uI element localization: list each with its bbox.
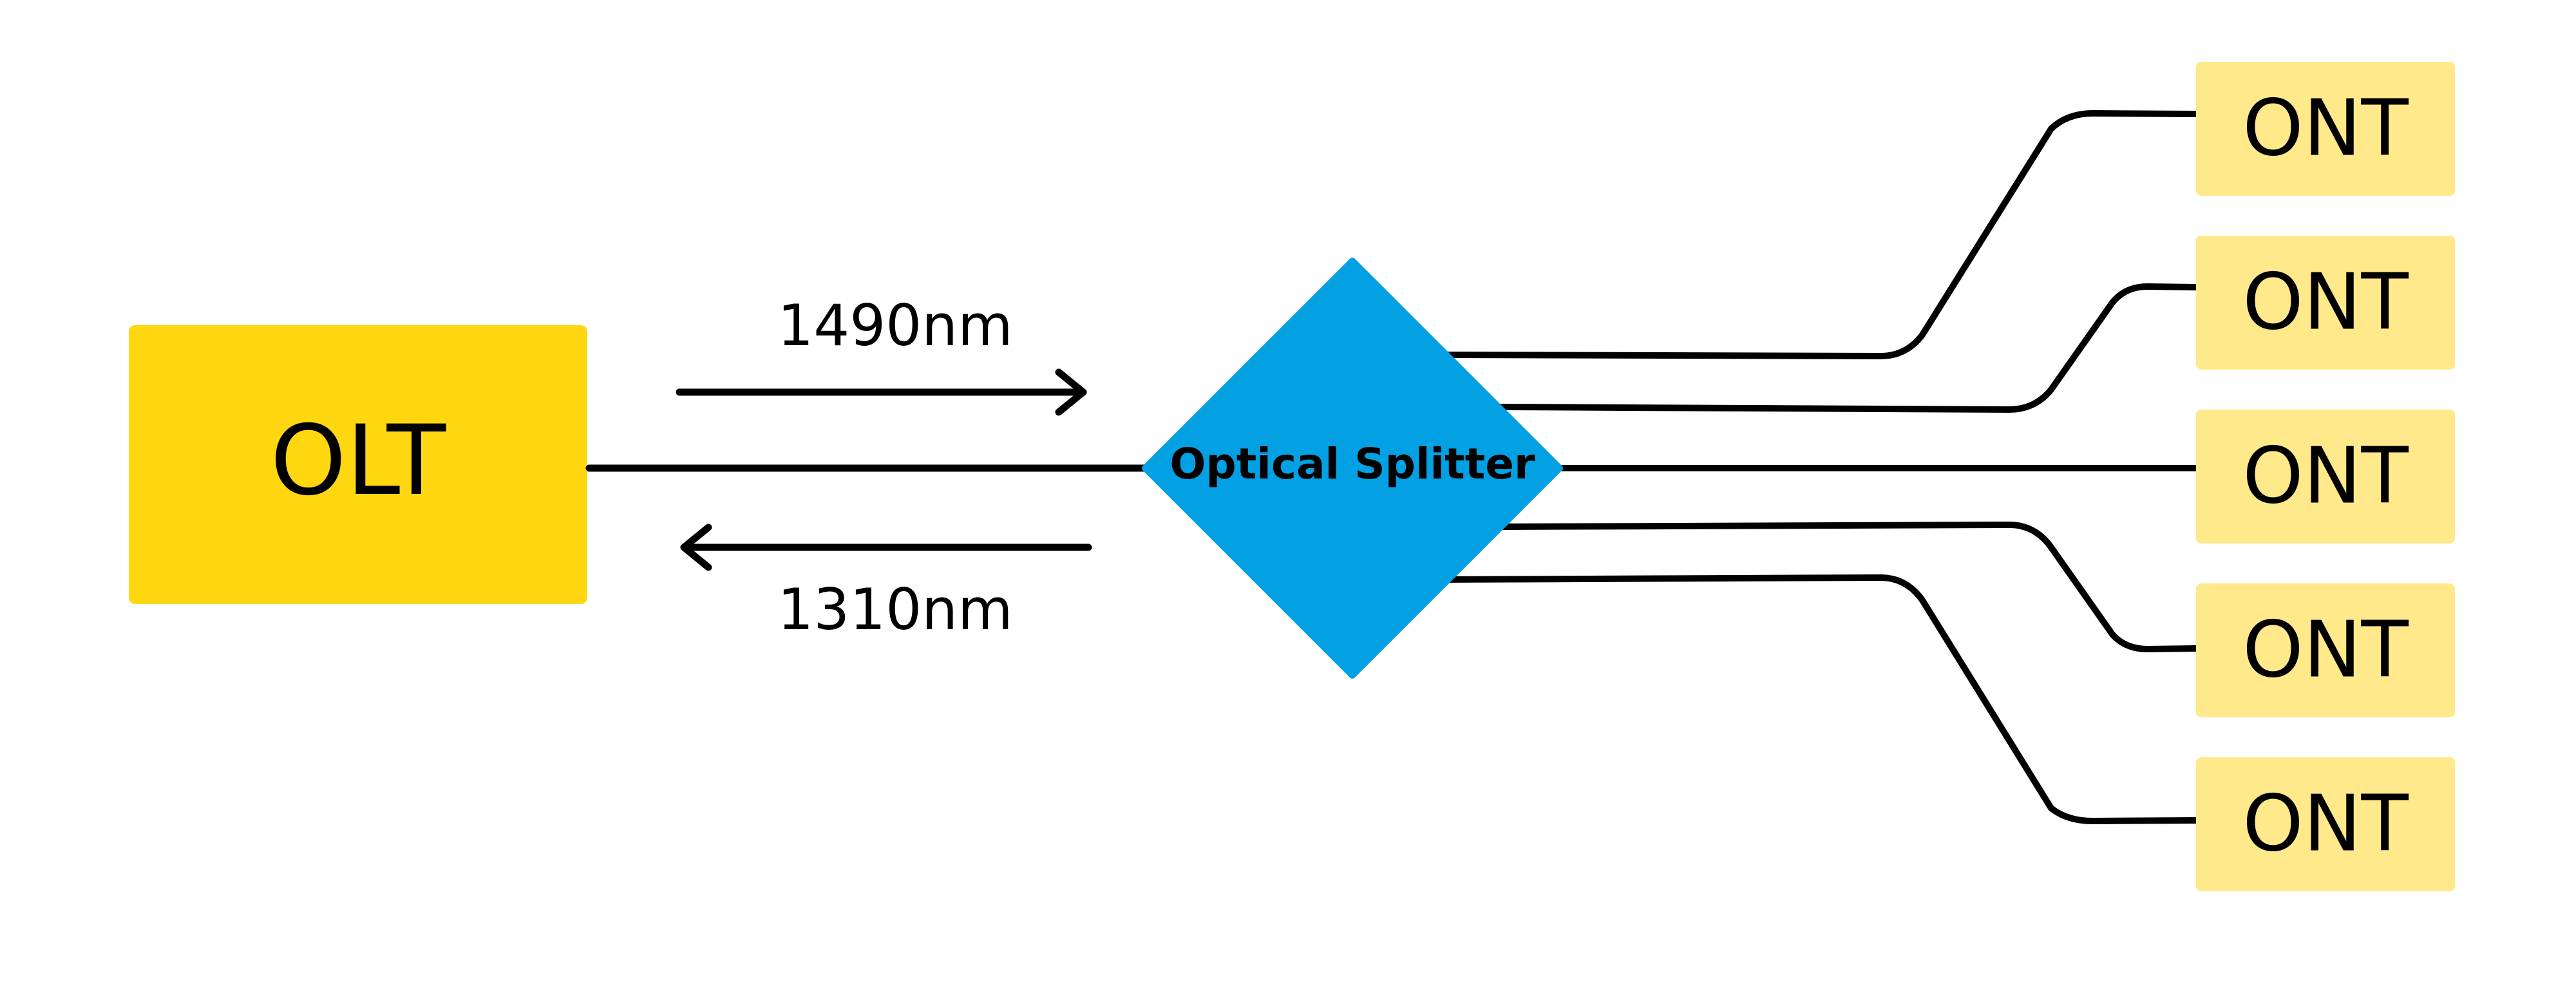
downstream-arrow-head bbox=[1055, 368, 1087, 416]
olt-node: OLT bbox=[129, 325, 587, 604]
fiber-to-ont-1 bbox=[1442, 110, 2197, 359]
ont-node-4: ONT bbox=[2196, 583, 2455, 717]
ont-node-5: ONT bbox=[2196, 757, 2455, 891]
upstream-arrow: 1310nm bbox=[680, 524, 1092, 643]
ont-label: ONT bbox=[2242, 258, 2409, 348]
ont-box bbox=[2196, 757, 2455, 891]
ont-box bbox=[2196, 410, 2455, 543]
ont-label: ONT bbox=[2242, 606, 2409, 695]
ont-label: ONT bbox=[2242, 780, 2409, 869]
upstream-wavelength-label: 1310nm bbox=[777, 576, 1012, 643]
ont-label: ONT bbox=[2242, 84, 2409, 174]
olt-box bbox=[129, 325, 587, 604]
distribution-fibers bbox=[1442, 110, 2197, 824]
splitter-diamond bbox=[1142, 258, 1563, 679]
splitter-node: Optical Splitter bbox=[1142, 258, 1563, 679]
fiber-to-ont-4 bbox=[1500, 522, 2197, 652]
downstream-wavelength-label: 1490nm bbox=[777, 292, 1012, 359]
downstream-arrow: 1490nm bbox=[676, 292, 1087, 416]
ont-node-1: ONT bbox=[2196, 62, 2455, 196]
ont-box bbox=[2196, 583, 2455, 717]
ont-box bbox=[2196, 62, 2455, 196]
ont-label: ONT bbox=[2242, 432, 2409, 522]
ont-box bbox=[2196, 236, 2455, 370]
ont-node-3: ONT bbox=[2196, 410, 2455, 543]
olt-label: OLT bbox=[270, 405, 447, 517]
upstream-arrow-head bbox=[680, 524, 712, 571]
fiber-to-ont-5 bbox=[1442, 574, 2197, 824]
fiber-to-ont-2 bbox=[1500, 283, 2197, 413]
ont-node-2: ONT bbox=[2196, 236, 2455, 370]
splitter-label: Optical Splitter bbox=[1170, 439, 1535, 489]
